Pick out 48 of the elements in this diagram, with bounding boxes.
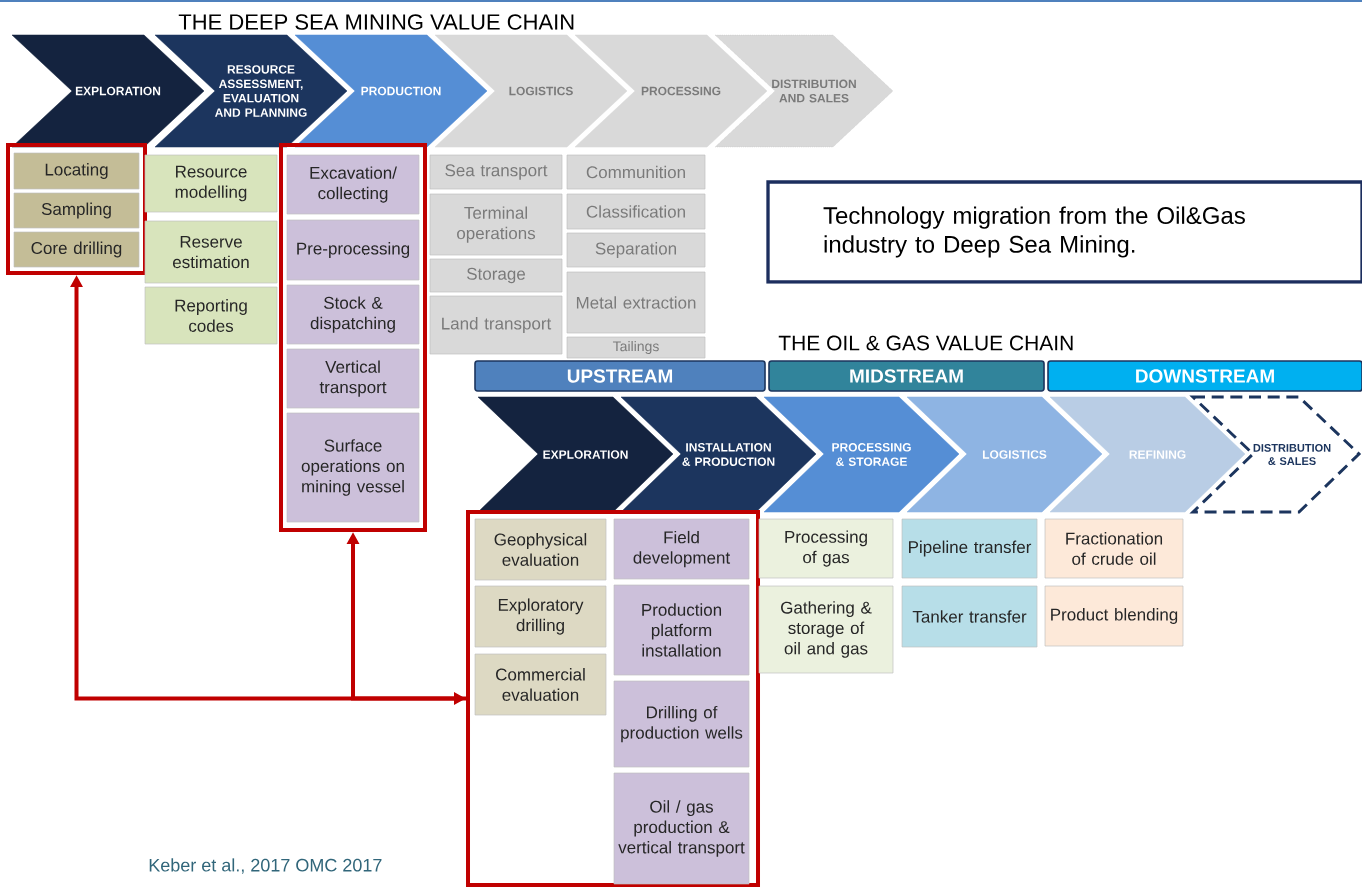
step-box: Processing of gas <box>758 518 894 579</box>
step-box: Locating <box>13 152 140 190</box>
step-box: Classification <box>566 193 706 230</box>
step-box: Reserve estimation <box>144 220 278 284</box>
step-box: Fractionation of crude oil <box>1044 518 1184 579</box>
value-chain-stage: EXPLORATION <box>477 396 674 513</box>
chart-title: THE OIL & GAS VALUE CHAIN <box>778 335 1073 351</box>
stream-band: MIDSTREAM <box>768 360 1045 392</box>
value-chain-stage: PROCESSING <box>574 34 768 148</box>
step-box: Stock & dispatching <box>286 284 420 345</box>
frame <box>466 510 760 887</box>
step-box: Resource modelling <box>144 154 278 213</box>
value-chain-stage: EXPLORATION <box>11 34 205 148</box>
value-chain-stage: DISTRIBUTION & SALES <box>1189 395 1362 514</box>
frame <box>6 143 147 275</box>
text-box: Technology migration from the Oil&Gas industry to Deep Sea Mining. <box>766 180 1362 284</box>
step-box: Terminal operations <box>429 193 563 256</box>
value-chain-stage: REFINING <box>1049 396 1246 513</box>
step-box: Sea transport <box>429 154 563 190</box>
step-box: Land transport <box>429 295 563 355</box>
step-box: Core drilling <box>13 231 140 268</box>
step-box: Metal extraction <box>566 271 706 334</box>
chart-title: THE DEEP SEA MINING VALUE CHAIN <box>178 14 574 30</box>
step-box: Commercial evaluation <box>474 653 607 716</box>
step-box: Tanker transfer <box>901 585 1038 648</box>
step-box: Pre-processing <box>286 219 420 281</box>
citation: Keber et al., 2017 OMC 2017 <box>149 858 382 874</box>
step-box: Vertical transport <box>286 348 420 409</box>
step-box: Production platform installation <box>613 584 750 676</box>
step-box: Exploratory drilling <box>474 585 607 648</box>
step-box: Storage <box>429 258 563 293</box>
frame <box>279 143 427 532</box>
step-box: Product blending <box>1044 585 1184 647</box>
step-box: Reporting codes <box>144 286 278 345</box>
stream-band: UPSTREAM <box>474 360 766 392</box>
stream-band: DOWNSTREAM <box>1047 360 1362 392</box>
step-box: Pipeline transfer <box>901 518 1038 579</box>
step-box: Gathering & storage of oil and gas <box>758 585 894 674</box>
step-box: Drilling of production wells <box>613 680 750 768</box>
step-box: Separation <box>566 232 706 268</box>
step-box: Geophysical evaluation <box>474 518 607 581</box>
step-box: Surface operations on mining vessel <box>286 412 420 523</box>
step-box: Sampling <box>13 192 140 229</box>
step-box: Communition <box>566 154 706 190</box>
step-box: Oil / gas production & vertical transport <box>613 772 750 885</box>
step-box: Field development <box>613 518 750 580</box>
step-box: Tailings <box>566 336 706 359</box>
step-box: Excavation/ collecting <box>286 154 420 215</box>
